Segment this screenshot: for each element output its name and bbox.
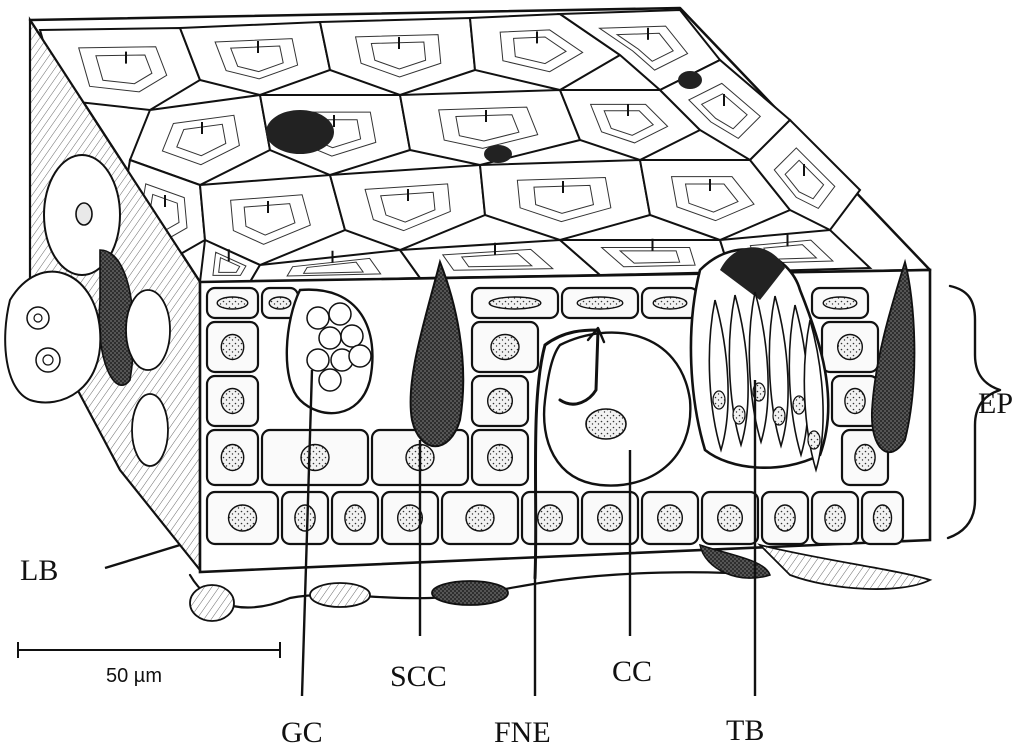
cell-nucleus [229, 505, 257, 531]
cell-nucleus [823, 297, 857, 309]
cell-nucleus [598, 505, 623, 531]
goblet-granule [319, 327, 341, 349]
taste-cell-nucleus [713, 391, 725, 409]
cell-nucleus [658, 505, 683, 531]
cell-nucleus [221, 445, 243, 471]
goblet-granule [307, 349, 329, 371]
cell-nucleus [345, 505, 365, 531]
basal-vessel [190, 585, 234, 621]
cell-nucleus [301, 445, 329, 471]
taste-cell-nucleus [793, 396, 805, 414]
cell-nucleus [577, 297, 623, 309]
cell-nucleus [653, 297, 687, 309]
goblet-granule [329, 303, 351, 325]
club-cell-nucleus [586, 409, 626, 439]
cell-nucleus [718, 505, 743, 531]
basal-tissue [760, 545, 930, 589]
cell-nucleus [217, 297, 248, 309]
side-protrusion-cell [34, 314, 42, 322]
label-cc: CC [612, 655, 652, 688]
taste-cell-nucleus [733, 406, 745, 424]
side-cell [126, 290, 170, 370]
squamous-cell [320, 18, 475, 95]
side-protrusion [5, 272, 100, 403]
surface-pore [678, 71, 702, 89]
club-cell [544, 333, 690, 486]
label-lb: LB [20, 554, 58, 587]
cell-nucleus [221, 335, 243, 360]
squamous-cell [180, 22, 330, 95]
side-cell-nucleus [76, 203, 92, 225]
cell-nucleus [221, 389, 243, 414]
scale-bar-label: 50 µm [106, 665, 162, 687]
cell-nucleus [269, 297, 291, 309]
surface-pore [484, 145, 512, 163]
surface-pore [266, 110, 334, 154]
taste-cell-nucleus [808, 431, 820, 449]
cell-nucleus [466, 505, 494, 531]
cell-nucleus [489, 297, 541, 309]
label-ep: EP [978, 387, 1013, 420]
goblet-granule [341, 325, 363, 347]
side-cell [132, 394, 168, 466]
cell-nucleus [398, 505, 423, 531]
cell-nucleus [873, 505, 891, 531]
side-protrusion-cell [43, 355, 53, 365]
squamous-cell [330, 165, 485, 250]
label-scc: SCC [390, 660, 447, 693]
cell-nucleus [775, 505, 795, 531]
taste-cell-nucleus [773, 407, 785, 425]
cell-nucleus [295, 505, 315, 531]
cell-nucleus [538, 505, 563, 531]
goblet-granule [307, 307, 329, 329]
cell-nucleus [825, 505, 845, 531]
label-fne: FNE [494, 716, 551, 749]
cell-nucleus [488, 445, 513, 471]
scale-bar: 50 µm [18, 642, 280, 687]
cell-nucleus [855, 445, 875, 471]
lb-leader [105, 545, 180, 568]
cell-nucleus [845, 389, 865, 414]
basal-vessel [310, 583, 370, 607]
label-gc: GC [281, 716, 323, 749]
cell-nucleus [491, 335, 519, 360]
label-tb: TB [726, 714, 764, 747]
basal-vessel [432, 581, 508, 605]
cell-nucleus [838, 335, 863, 360]
cell-nucleus [488, 389, 513, 414]
squamous-cell [480, 160, 650, 240]
goblet-granule [319, 369, 341, 391]
goblet-granule [349, 345, 371, 367]
